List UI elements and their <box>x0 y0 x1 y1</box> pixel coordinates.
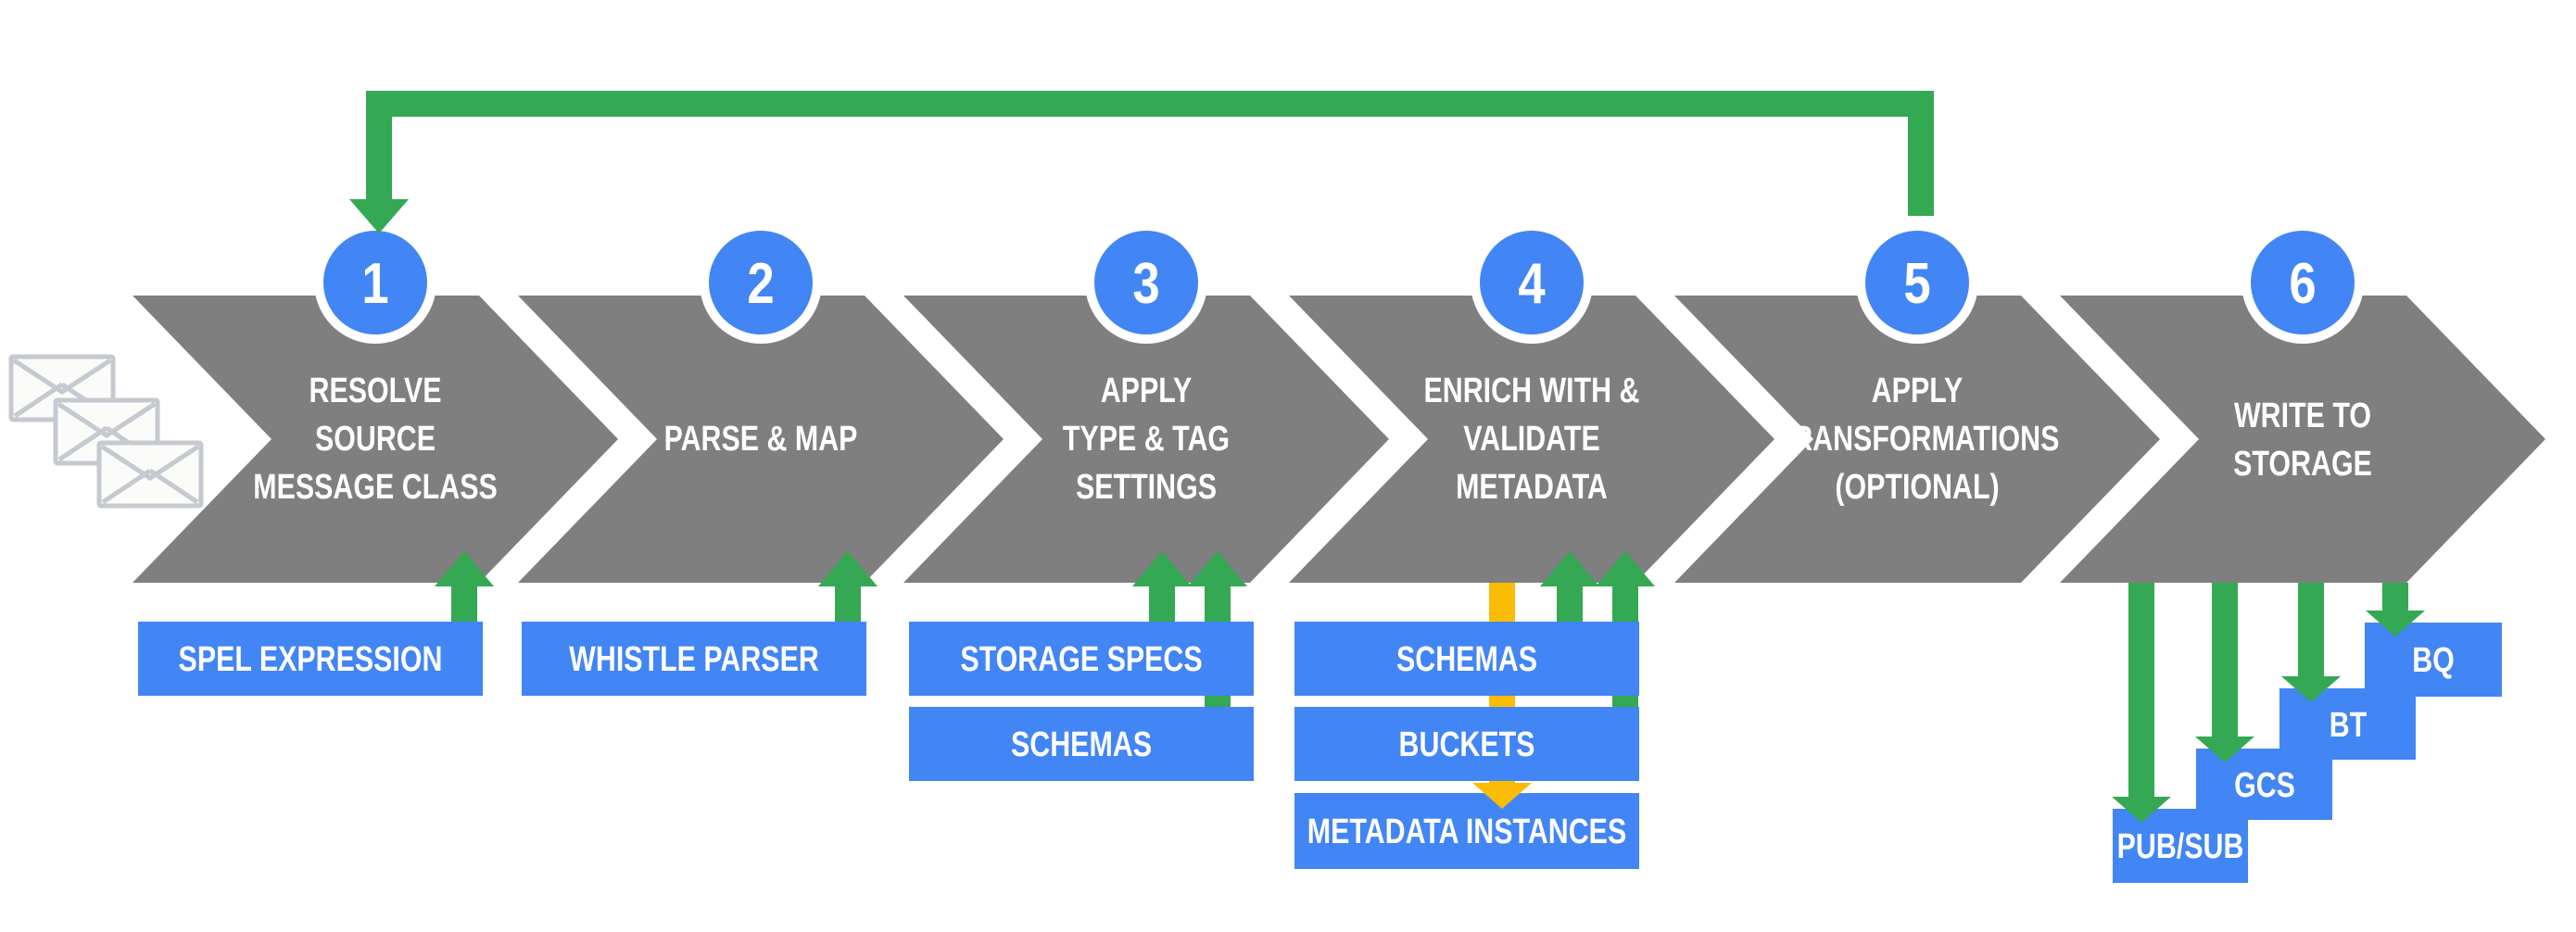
arrow-head-icon <box>2195 737 2254 762</box>
chevron-step-1 <box>133 296 618 583</box>
envelope-icon <box>96 440 204 509</box>
output-arrow-bq <box>2366 583 2425 636</box>
arrow-shaft <box>1557 586 1583 625</box>
input-box-whistle-parser <box>522 622 866 696</box>
output-box-pubsub <box>2113 809 2248 883</box>
step5-label-line: TRANSFORMATIONS <box>1775 420 2060 459</box>
arrow-shaft <box>451 586 477 625</box>
output-box-bt <box>2279 688 2416 760</box>
chevron-step-4 <box>1289 296 1774 583</box>
input-box-storage-specs <box>909 622 1254 696</box>
text-layer: 1 2 3 4 5 6 RESOLVE SOURCE MESSAGE CLASS… <box>179 252 2455 866</box>
chevron-step-2 <box>518 296 1004 583</box>
input-box-buckets <box>1294 707 1639 781</box>
step-circle-2 <box>700 221 822 344</box>
box-label-step3-schemas: SCHEMAS <box>1011 725 1152 764</box>
box-label-pubsub: PUB/SUB <box>2117 827 2244 866</box>
step3-label-line: APPLY <box>1101 372 1193 410</box>
box-label-bt: BT <box>2330 706 2368 745</box>
step4-label-line: VALIDATE <box>1463 420 1599 459</box>
step-circle-4 <box>1471 221 1593 344</box>
box-label-storage-specs: STORAGE SPECS <box>960 640 1202 679</box>
step6-label-line: WRITE TO <box>2234 397 2371 435</box>
arrow-shaft <box>2298 583 2324 676</box>
arrow-shaft <box>2212 583 2238 737</box>
chevron-row <box>133 296 2545 583</box>
step-number-circles <box>314 221 2364 344</box>
step-number-4: 4 <box>1518 252 1545 316</box>
chevron-step-5 <box>1674 296 2160 583</box>
step6-label-line: STORAGE <box>2233 445 2372 484</box>
input-arrow-step1 <box>435 551 494 625</box>
step3-label-line: TYPE & TAG <box>1063 420 1230 459</box>
input-arrow-step2 <box>818 551 878 625</box>
feedback-loop-arrow-head-icon <box>349 199 409 233</box>
input-arrow-step3-storage-specs <box>1132 551 1192 625</box>
box-label-metadata-instances: METADATA INSTANCES <box>1307 812 1626 851</box>
step-circle-6 <box>2241 221 2364 344</box>
step5-label-line: (OPTIONAL) <box>1835 468 1999 507</box>
arrow-shaft <box>1149 586 1175 625</box>
feedback-loop-left-vertical <box>366 117 392 199</box>
box-label-bq: BQ <box>2412 641 2455 680</box>
output-box-bq <box>2365 623 2502 697</box>
output-box-gcs <box>2196 749 2332 820</box>
box-label-spel-expression: SPEL EXPRESSION <box>179 640 443 679</box>
arrow-head-icon <box>2112 797 2171 823</box>
input-box-step4-schemas <box>1294 622 1639 696</box>
output-box-metadata-instances <box>1294 793 1639 869</box>
box-label-buckets: BUCKETS <box>1399 725 1535 764</box>
step-number-5: 5 <box>1903 252 1930 316</box>
arrow-shaft <box>2128 583 2154 797</box>
step5-label-line: APPLY <box>1872 372 1964 410</box>
output-arrow-pubsub <box>2112 583 2171 823</box>
feedback-loop-right-vertical <box>1908 117 1934 216</box>
arrow-head-icon <box>435 551 494 586</box>
step-number-2: 2 <box>747 252 774 316</box>
input-arrows <box>435 551 1599 625</box>
box-label-whistle-parser: WHISTLE PARSER <box>569 640 819 679</box>
arrow-head-icon <box>818 551 878 586</box>
feedback-loop-arrow <box>366 91 1934 216</box>
envelope-stack-icon <box>8 354 204 509</box>
step1-label-line: RESOLVE <box>309 372 441 410</box>
step-number-3: 3 <box>1132 252 1159 316</box>
arrow-head-icon <box>2366 611 2425 636</box>
step4-label-line: METADATA <box>1456 468 1608 507</box>
step1-label-line: MESSAGE CLASS <box>253 468 497 507</box>
input-box-spel-expression <box>138 622 483 696</box>
step3-label-line: SETTINGS <box>1076 468 1217 507</box>
arrow-head-icon <box>1596 551 1655 586</box>
step-circle-5 <box>1856 221 1978 344</box>
input-box-step3-schemas <box>909 707 1254 781</box>
arrow-head-icon <box>1188 551 1247 586</box>
step4-label-line: ENRICH WITH & <box>1423 372 1639 410</box>
chevron-step-3 <box>903 296 1389 583</box>
arrow-shaft <box>835 586 861 625</box>
arrow-head-icon <box>2281 676 2341 702</box>
label-boxes <box>138 622 2502 883</box>
box-label-gcs: GCS <box>2234 766 2295 805</box>
output-arrow-gcs <box>2195 583 2254 762</box>
step1-label-line: SOURCE <box>315 420 436 459</box>
feedback-loop-horizontal <box>366 91 1934 117</box>
step-number-1: 1 <box>361 252 388 316</box>
output-arrow-step4-head-icon <box>1472 783 1532 809</box>
box-label-step4-schemas: SCHEMAS <box>1396 640 1537 679</box>
arrow-head-icon <box>1540 551 1599 586</box>
output-arrow-bt <box>2281 583 2341 702</box>
input-arrow-step4-schemas <box>1540 551 1599 625</box>
step2-label-line: PARSE & MAP <box>664 420 858 459</box>
arrow-shaft <box>2382 583 2408 611</box>
output-arrows-step6 <box>2112 583 2425 823</box>
step-number-6: 6 <box>2289 252 2316 316</box>
step-circle-3 <box>1085 221 1207 344</box>
chevron-step-6 <box>2060 296 2545 583</box>
arrow-head-icon <box>1132 551 1192 586</box>
